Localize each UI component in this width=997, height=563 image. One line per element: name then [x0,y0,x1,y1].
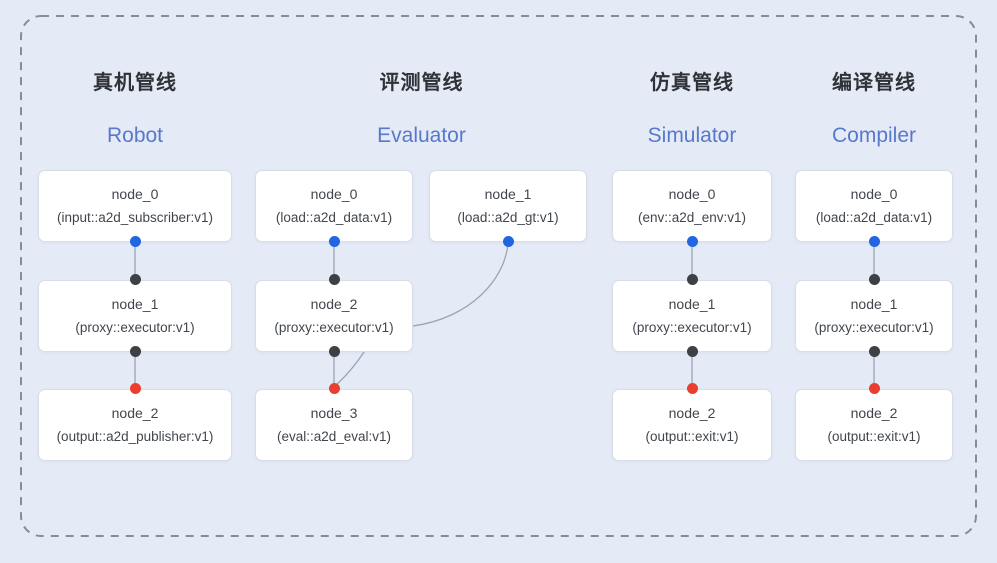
pipeline-title-en-simulator: Simulator [647,124,737,147]
node-param: (load::a2d_data:v1) [275,210,393,225]
input-port-dot [868,274,880,285]
node-param: (env::a2d_env:v1) [637,210,747,225]
output-port-dot [686,236,698,247]
pipeline-title-zh-compiler: 编译管线 [832,72,916,94]
compiler-node-2-box: node_2 (output::exit:v1) [795,383,953,461]
pipeline-title-en-robot: Robot [106,124,164,147]
evaluator-node-1-box: node_1 (load::a2d_gt:v1) [429,170,587,247]
compiler-node-1-box: node_1 (proxy::executor:v1) [795,274,953,357]
node-param: (proxy::executor:v1) [274,320,394,335]
node-param: (proxy::executor:v1) [632,320,752,335]
node-param: (input::a2d_subscriber:v1) [56,210,214,225]
robot-node-1-box: node_1 (proxy::executor:v1) [38,274,232,357]
robot-node-0-box: node_0 (input::a2d_subscriber:v1) [38,170,232,247]
node-id: node_1 [484,186,532,202]
input-port-dot [686,383,698,394]
input-port-dot [129,274,141,285]
node-param: (output::exit:v1) [645,429,739,444]
pipeline-title-zh-robot: 真机管线 [93,72,177,94]
input-port-dot [328,274,340,285]
pipeline-title-zh-simulator: 仿真管线 [650,72,734,94]
input-port-dot [868,383,880,394]
evaluator-node-3-box: node_3 (eval::a2d_eval:v1) [255,383,413,461]
node-param: (proxy::executor:v1) [814,320,934,335]
input-port-dot [686,274,698,285]
simulator-node-0-box: node_0 (env::a2d_env:v1) [612,170,772,247]
node-id: node_0 [111,186,159,202]
node-id: node_2 [850,405,898,421]
node-param: (proxy::executor:v1) [75,320,195,335]
output-port-dot [686,346,698,357]
node-param: (load::a2d_data:v1) [815,210,933,225]
input-port-dot [328,383,340,394]
output-port-dot [868,236,880,247]
node-param: (output::a2d_publisher:v1) [56,429,214,444]
input-port-dot [129,383,141,394]
node-id: node_0 [668,186,716,202]
node-id: node_2 [668,405,716,421]
pipeline-title-en-compiler: Compiler [831,124,917,147]
node-param: (eval::a2d_eval:v1) [276,429,392,444]
robot-node-2-box: node_2 (output::a2d_publisher:v1) [38,383,232,461]
compiler-node-0-box: node_0 (load::a2d_data:v1) [795,170,953,247]
node-id: node_0 [310,186,358,202]
node-id: node_1 [850,296,898,312]
output-port-dot [502,236,514,247]
evaluator-node-2-box: node_2 (proxy::executor:v1) [255,274,413,357]
simulator-node-1-box: node_1 (proxy::executor:v1) [612,274,772,357]
pipeline-title-zh-evaluator: 评测管线 [379,72,464,94]
output-port-dot [328,236,340,247]
node-param: (output::exit:v1) [827,429,921,444]
output-port-dot [868,346,880,357]
node-id: node_0 [850,186,898,202]
output-port-dot [129,236,141,247]
evaluator-node-0-box: node_0 (load::a2d_data:v1) [255,170,413,247]
node-param: (load::a2d_gt:v1) [457,210,559,225]
node-id: node_1 [111,296,159,312]
pipeline-title-en-evaluator: Evaluator [377,124,466,147]
node-id: node_2 [310,296,358,312]
node-id: node_1 [668,296,716,312]
output-port-dot [328,346,340,357]
node-id: node_3 [310,405,358,421]
node-id: node_2 [111,405,159,421]
output-port-dot [129,346,141,357]
simulator-node-2-box: node_2 (output::exit:v1) [612,383,772,461]
